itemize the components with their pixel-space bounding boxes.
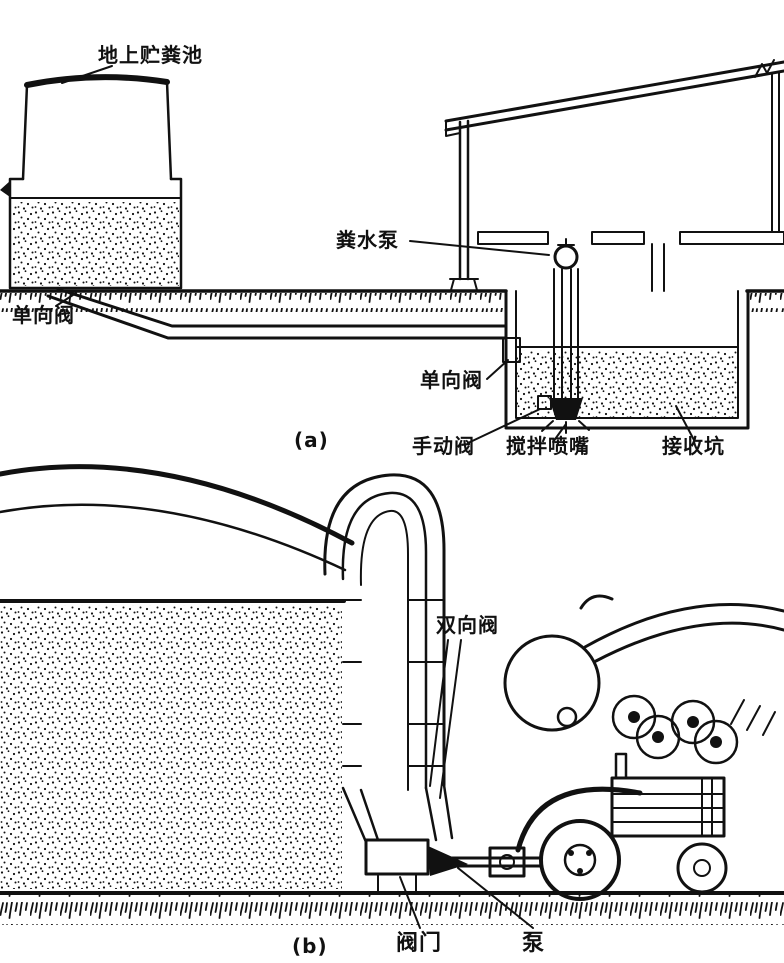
pit-check-valve — [502, 337, 521, 363]
label-valve: 阀门 — [396, 930, 442, 956]
floor-slab-mid — [591, 231, 645, 245]
pto-pump — [488, 846, 526, 878]
front-wheel — [676, 842, 728, 894]
tanker-wheel — [693, 719, 739, 765]
barn-column — [458, 119, 470, 281]
fender-arc — [515, 786, 643, 853]
leader-check-valve-left — [55, 292, 77, 307]
roof-break-mark — [754, 59, 775, 78]
leader-two-way-valve — [429, 639, 462, 799]
caption-b: (b) — [292, 934, 328, 958]
label-manure-pump: 粪水泵 — [336, 228, 399, 252]
pipe-flanges — [342, 599, 445, 767]
valve-body — [364, 838, 430, 876]
pump-motor — [553, 244, 579, 270]
rear-wheel — [539, 819, 621, 901]
barn-right-wall — [771, 72, 780, 232]
ground-line — [0, 289, 784, 312]
tractor — [450, 752, 728, 901]
floor-slab-right — [679, 231, 784, 245]
stirring-nozzle-head — [549, 398, 583, 420]
tank-spout — [0, 181, 10, 197]
leader-manure-pump — [409, 240, 550, 256]
leader-check-valve-pit — [486, 359, 509, 380]
panel-b: 双向阀 阀门 泵 (b) — [0, 464, 784, 958]
labels-panel-a: 地上贮粪池 粪水泵 单向阀 单向阀 手动阀 搅拌喷嘴 接收坑 (a) — [12, 43, 725, 458]
leader-pump — [457, 867, 534, 929]
exhaust-pipe — [614, 752, 628, 780]
leader-receiving-pit — [675, 405, 695, 441]
label-stirring-nozzle: 搅拌喷嘴 — [506, 434, 590, 458]
manual-valve-body — [537, 395, 552, 410]
above-ground-tank — [0, 74, 183, 290]
floor-slab-left — [477, 231, 549, 245]
storage-tank-b — [0, 464, 355, 889]
caption-a: (a) — [294, 428, 329, 452]
label-receiving-pit: 接收坑 — [662, 434, 725, 458]
tank-liquid — [12, 202, 179, 286]
label-two-way-valve: 双向阀 — [436, 613, 499, 637]
ground-line-b — [0, 891, 784, 925]
leader-valve — [399, 876, 421, 929]
tanker-barrel — [503, 634, 601, 732]
slurry-tanker — [503, 594, 784, 765]
panel-a: 地上贮粪池 粪水泵 单向阀 单向阀 手动阀 搅拌喷嘴 接收坑 (a) — [0, 43, 784, 458]
slab-support — [651, 243, 665, 292]
label-above-ground-tank: 地上贮粪池 — [98, 43, 203, 67]
leader-manual-valve — [467, 408, 541, 444]
shading-hatch — [730, 699, 776, 736]
label-check-valve-pit: 单向阀 — [420, 368, 483, 392]
receiving-pit — [502, 289, 750, 430]
filler-hatch — [579, 594, 614, 610]
label-pump: 泵 — [522, 931, 545, 956]
leader-stirring-nozzle — [552, 423, 567, 443]
labels-panel-b: 双向阀 阀门 泵 (b) — [292, 613, 545, 958]
label-manual-valve: 手动阀 — [412, 434, 475, 458]
tank-liquid-b — [0, 605, 342, 889]
drawbar — [450, 856, 542, 868]
barn-structure — [444, 59, 784, 292]
transfer-pipe — [46, 287, 508, 340]
riser-pipe — [323, 473, 468, 893]
leader-above-ground-tank — [61, 65, 113, 84]
valve-outlet — [428, 846, 468, 876]
label-check-valve-left: 单向阀 — [12, 303, 75, 327]
manure-pump — [537, 238, 590, 434]
